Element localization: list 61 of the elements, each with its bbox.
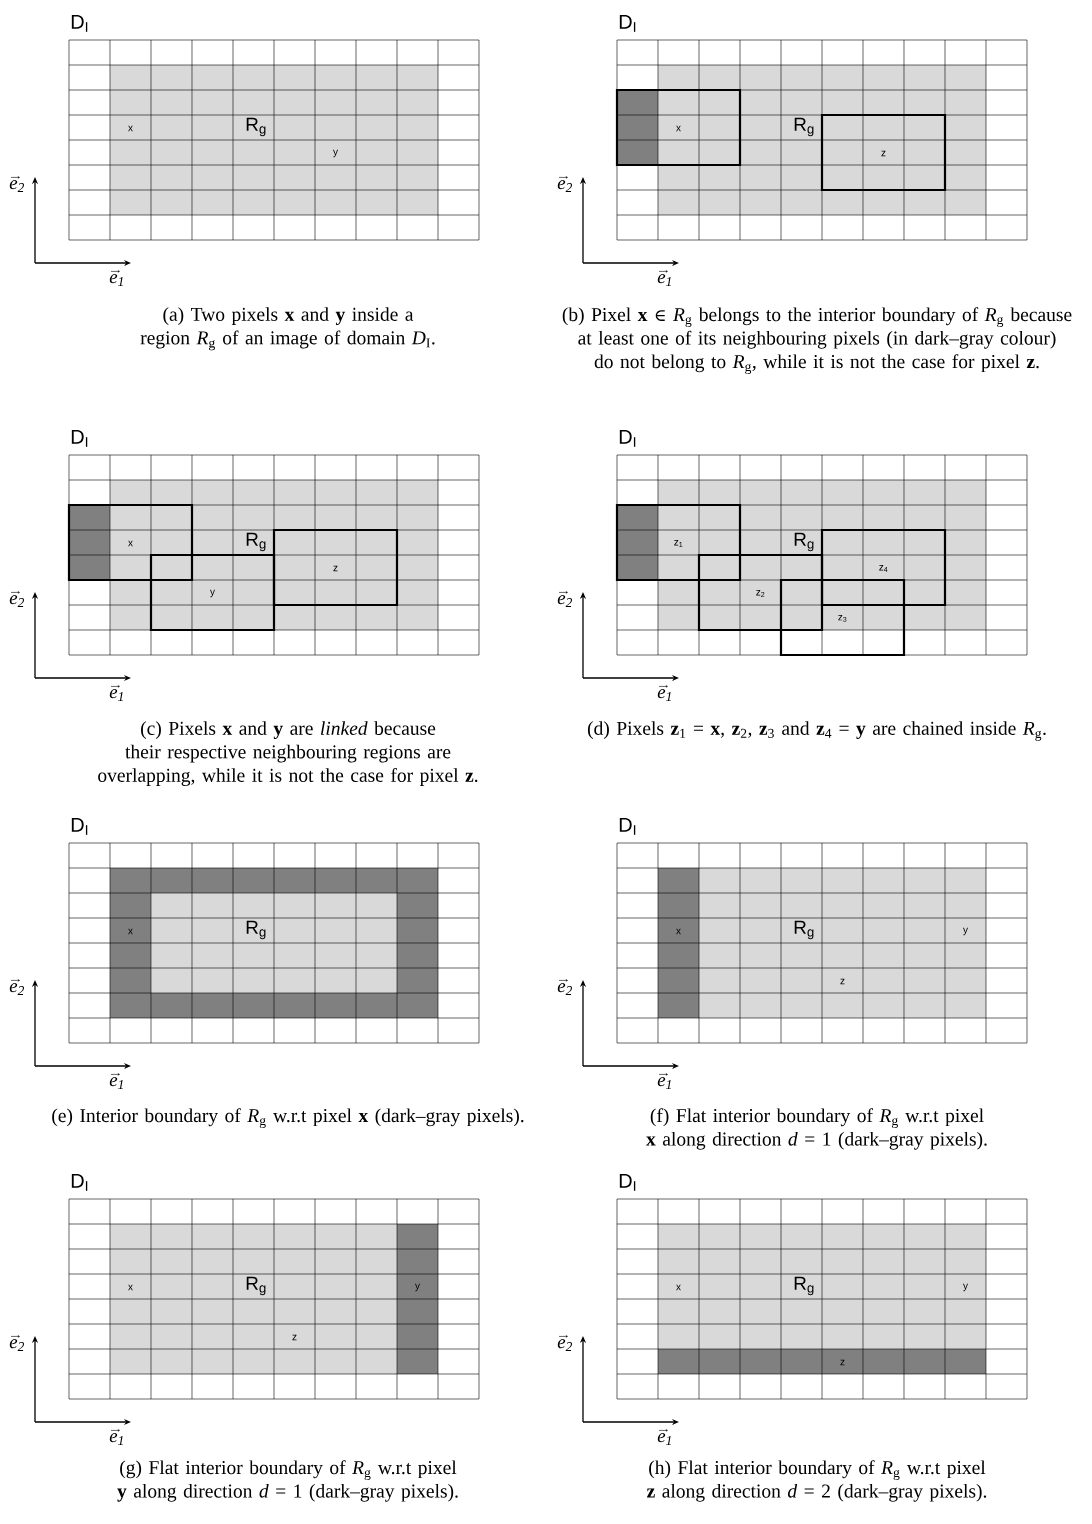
axis-label: e$_{1}$ [657,685,671,701]
caption: (c) Pixels x and y are linked because their respective neighbouring regions are overlapping, while it is not the case for pixel z. [98,721,478,786]
pixel-label: x [676,1284,681,1291]
caption: (h) Flat interior boundary of R$_{g}$ w.r.t pixel z along direction d = 2 (dark–gray pixels). [646,1460,987,1502]
pixel-label: x [676,125,681,132]
region-label: R$_{g}$ [794,1276,814,1296]
region-label: R$_{g}$ [246,1276,266,1296]
axis-label: e$_{1}$ [657,1429,671,1445]
axis-label: e$_{1}$ [109,270,123,286]
pixel-label: z [840,1359,845,1366]
domain-label: D$_{I}$ [71,14,88,32]
region-label: R$_{g}$ [246,117,266,137]
pixel-label: x [128,540,133,547]
axis-label: e$_{2}$ [9,176,24,192]
caption: (e) Interior boundary of R$_{g}$ w.r.t pixel x (dark–gray pixels). [52,1108,524,1128]
pixel-label: z$_{4}$ [879,565,888,572]
domain-label: D$_{I}$ [619,14,636,32]
pixel-label: z$_{1}$ [674,540,683,547]
pixel-label: x [128,1284,133,1291]
pixel-label: y [963,927,968,936]
pixel-label: x [676,928,681,935]
region-label: R$_{g}$ [794,117,814,137]
pixel-label: z [333,565,338,572]
axis-label: e$_{2}$ [557,176,572,192]
caption: (b) Pixel x ∈ R$_{g}$ belongs to the interior boundary of R$_{g}$ because at least one of its neighbouring pixels (in dark–gray colour) do not belong to R$_{g}$, while it is not the case for pixel z. [562,307,1072,374]
domain-label: D$_{I}$ [71,817,88,835]
axis-label: e$_{2}$ [557,1335,572,1351]
caption: (a) Two pixels x and y inside a region R$_{g}$ of an image of domain D$_{I}$. [140,307,435,351]
region-label: R$_{g}$ [246,920,266,940]
axis-label: e$_{2}$ [9,1335,24,1351]
region-label: R$_{g}$ [794,532,814,552]
domain-label: D$_{I}$ [71,429,88,447]
region-label: R$_{g}$ [794,920,814,940]
domain-label: D$_{I}$ [619,429,636,447]
pixel-label: y [963,1283,968,1292]
pixel-label: y [210,589,215,598]
domain-label: D$_{I}$ [71,1173,88,1191]
axis-label: e$_{1}$ [109,1073,123,1089]
axis-label: e$_{1}$ [109,1429,123,1445]
caption: (d) Pixels z$_{1}$ = x, z$_{2}$, z$_{3}$ and z$_{4}$ = y are chained inside R$_{g}$. [587,721,1046,741]
domain-label: D$_{I}$ [619,1173,636,1191]
axis-label: e$_{1}$ [657,1073,671,1089]
pixel-label: y [333,149,338,158]
pixel-label: x [128,125,133,132]
caption: (f) Flat interior boundary of R$_{g}$ w.r.t pixel x along direction d = 1 (dark–gray pixels). [646,1108,987,1150]
axis-label: e$_{2}$ [557,979,572,995]
pixel-label: z [881,150,886,157]
axis-label: e$_{1}$ [109,685,123,701]
axis-label: e$_{1}$ [657,270,671,286]
pixel-label: z [840,978,845,985]
axis-label: e$_{2}$ [9,979,24,995]
pixel-label: y [415,1283,420,1292]
pixel-label: z$_{2}$ [756,590,765,597]
pixel-label: x [128,928,133,935]
caption: (g) Flat interior boundary of R$_{g}$ w.r.t pixel y along direction d = 1 (dark–gray pixels). [117,1460,458,1502]
axis-label: e$_{2}$ [557,591,572,607]
axis-label: e$_{2}$ [9,591,24,607]
pixel-label: z [292,1334,297,1341]
pixel-label: z$_{3}$ [838,615,847,622]
region-label: R$_{g}$ [246,532,266,552]
domain-label: D$_{I}$ [619,817,636,835]
